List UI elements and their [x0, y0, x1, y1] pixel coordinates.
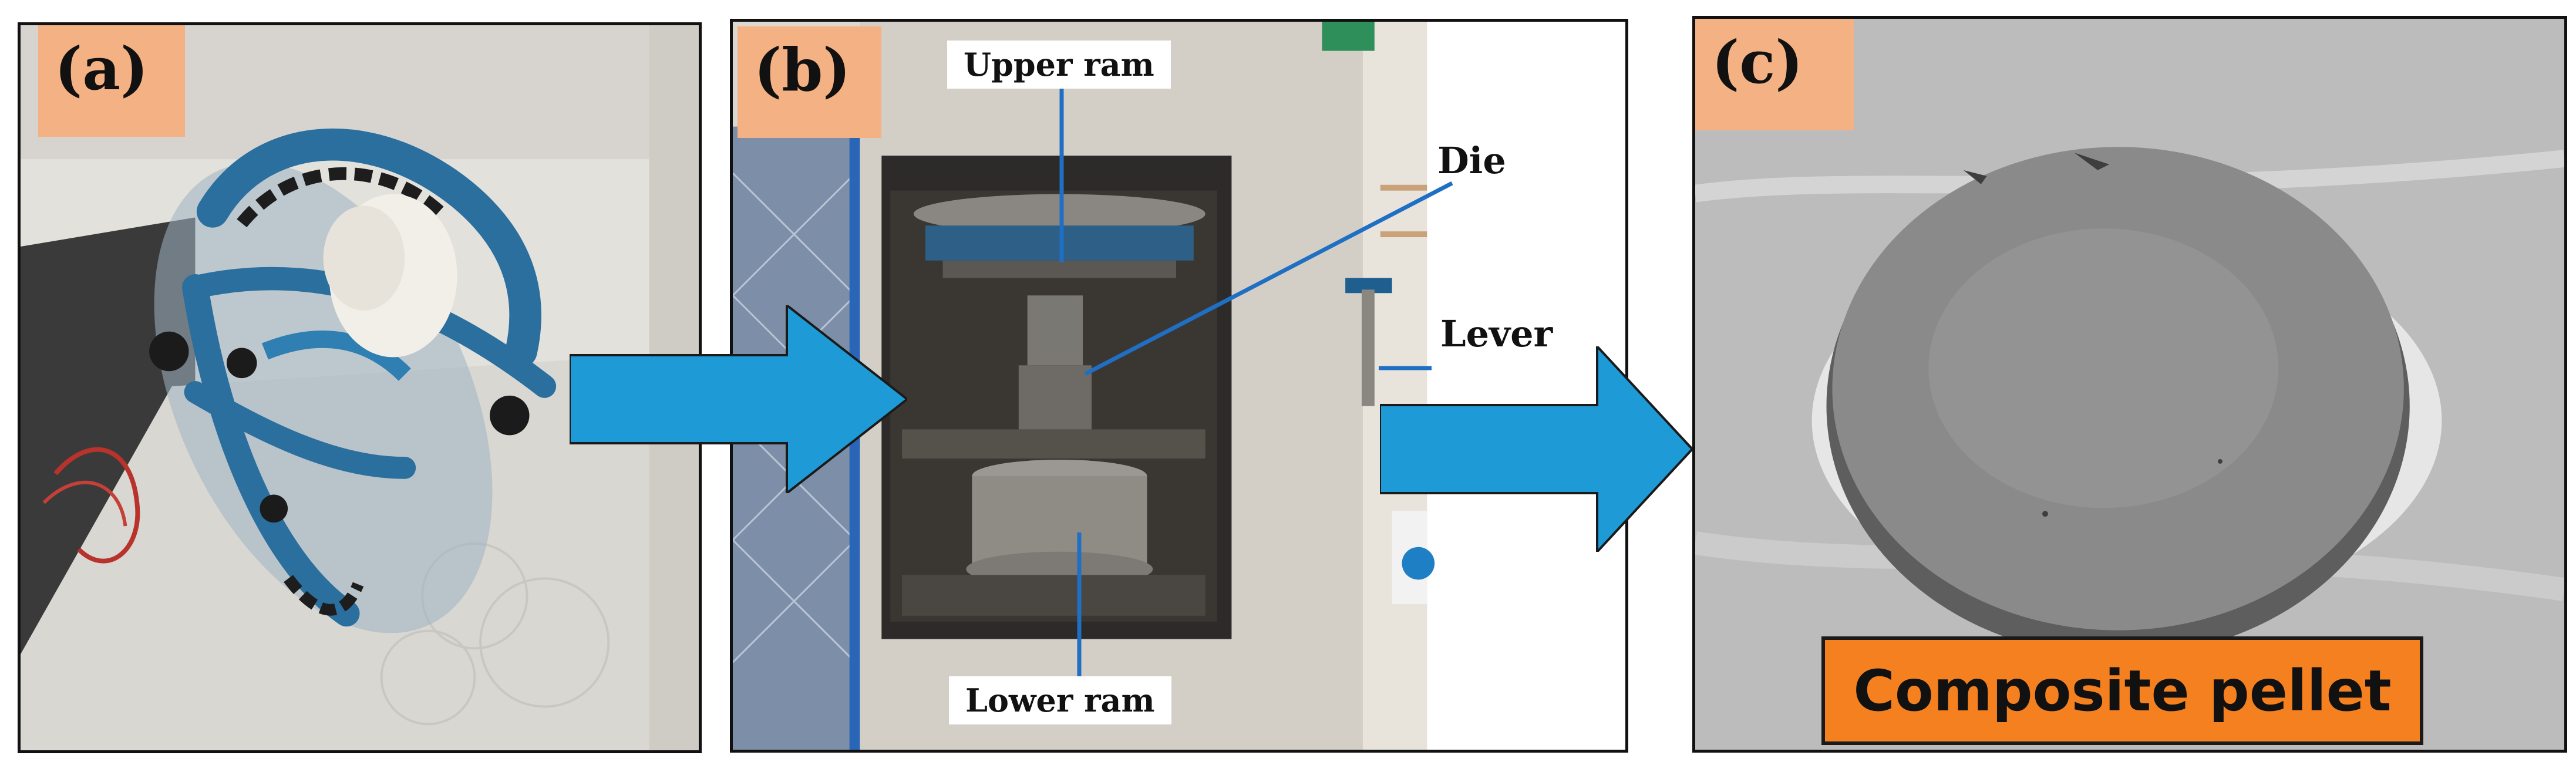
- composite-pellet-label: Composite pellet: [1821, 636, 2423, 745]
- upper-ram-label: Upper ram: [947, 41, 1171, 89]
- flow-arrow-icon: [570, 305, 907, 493]
- lower-ram-label: Lower ram: [949, 676, 1171, 725]
- panel-c-tag: (c): [1695, 19, 1854, 130]
- panel-a-tag: (a): [38, 25, 185, 137]
- panel-c-photo: (c) Composite pellet: [1692, 16, 2567, 753]
- panel-b-tag: (b): [738, 26, 881, 138]
- pointer-line-icon: [1084, 181, 1453, 376]
- die-label: Die: [1437, 139, 1506, 182]
- composite-pellet-photo: [1695, 19, 2564, 750]
- pointer-lines: [1059, 80, 1453, 679]
- flow-arrow-icon: [1380, 346, 1692, 552]
- lever-label: Lever: [1440, 312, 1553, 355]
- panel-b-photo: (b) Upper ram Die Lever Lower ram: [730, 19, 1628, 753]
- hydraulic-press-photo: [733, 22, 1625, 750]
